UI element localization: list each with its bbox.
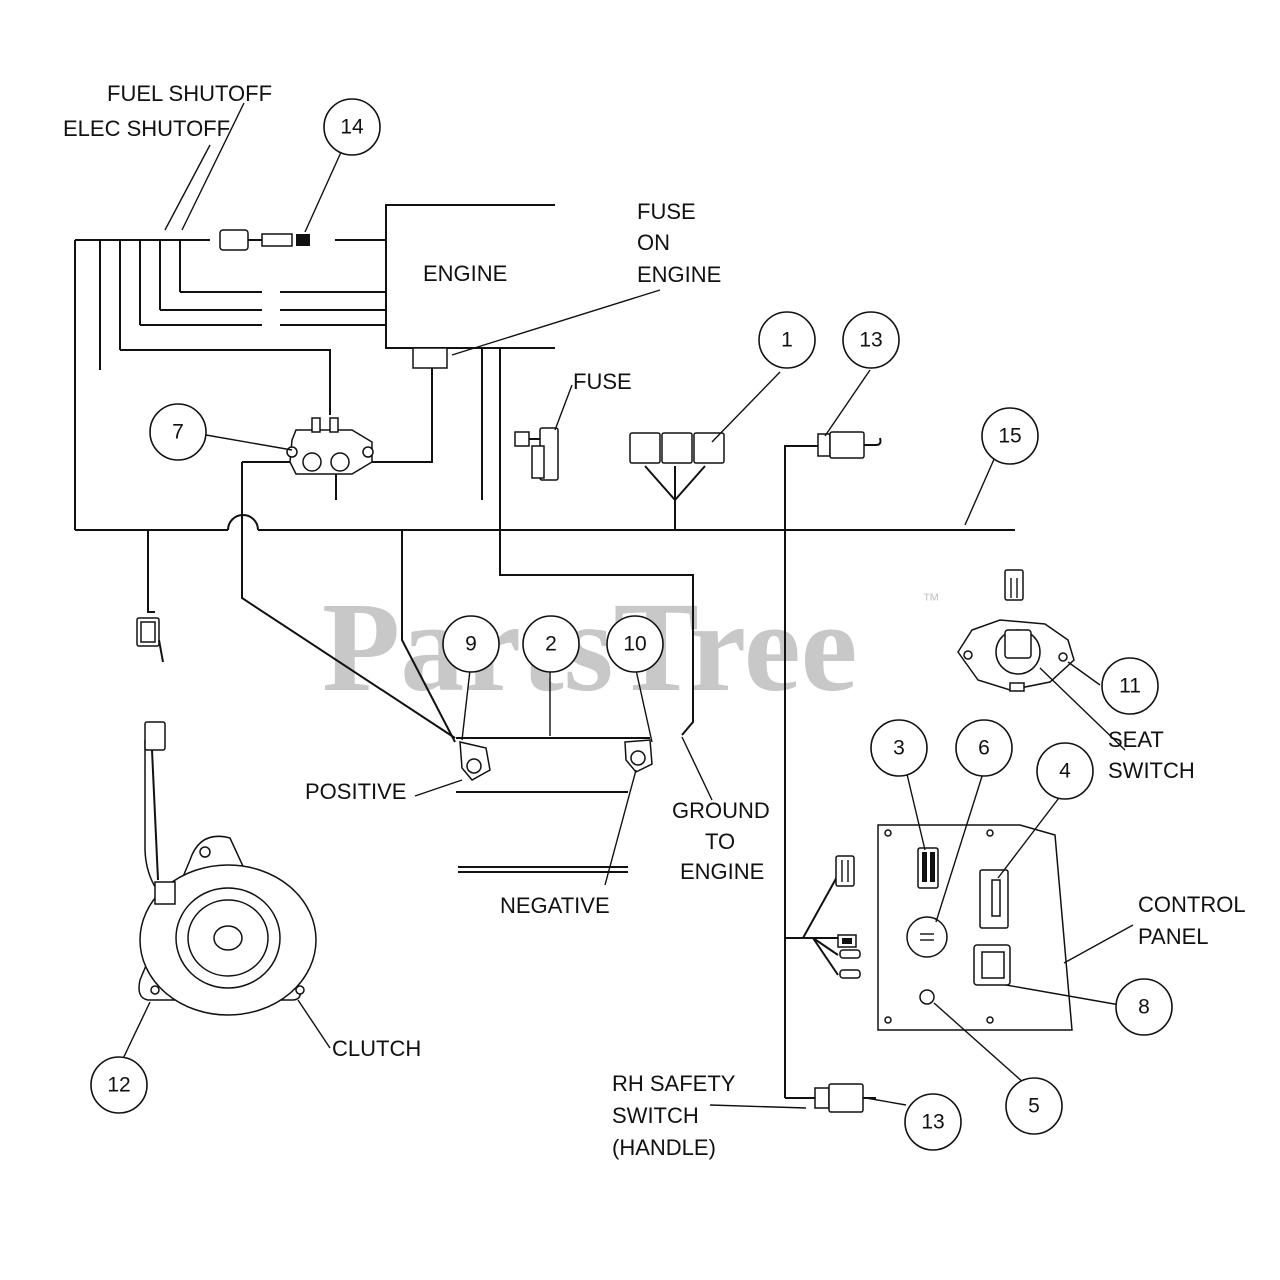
label-clutch: CLUTCH	[332, 1036, 421, 1061]
callouts: 14 1 13 7 15 9 2 10 11 3 6 4 8 12 5 13	[90, 98, 1173, 1151]
control-panel	[877, 824, 1073, 1031]
callout-1: 1	[758, 311, 816, 369]
battery-clamps	[459, 739, 653, 781]
svg-text:4: 4	[1059, 760, 1071, 783]
inline-fuse	[514, 427, 559, 481]
label-ground-3: ENGINE	[680, 859, 764, 884]
label-seat-switch-1: SEAT	[1108, 727, 1164, 752]
callout-9: 9	[442, 615, 500, 673]
label-engine: ENGINE	[423, 261, 507, 286]
svg-text:5: 5	[1028, 1095, 1040, 1118]
watermark-brand: PartsTree	[322, 576, 857, 718]
svg-text:13: 13	[921, 1111, 944, 1134]
svg-text:2: 2	[545, 633, 557, 656]
label-rh-safety-3: (HANDLE)	[612, 1135, 716, 1160]
label-rh-safety-2: SWITCH	[612, 1103, 699, 1128]
svg-text:10: 10	[623, 633, 646, 656]
callout-14: 14	[323, 98, 381, 156]
safety-switch-bottom	[814, 1083, 876, 1113]
watermark-trademark: ™	[922, 590, 940, 610]
svg-text:11: 11	[1119, 675, 1141, 698]
svg-text:3: 3	[893, 737, 905, 760]
panel-connectors	[835, 855, 861, 979]
callout-7: 7	[149, 403, 207, 461]
solenoid	[286, 417, 374, 500]
svg-text:12: 12	[107, 1074, 130, 1097]
harness-wiring	[74, 239, 1015, 1099]
svg-text:6: 6	[978, 737, 990, 760]
label-negative: NEGATIVE	[500, 893, 610, 918]
label-fuse-on-engine-1: FUSE	[637, 199, 696, 224]
label-fuse-on-engine-3: ENGINE	[637, 262, 721, 287]
leader-lines	[119, 102, 1134, 1109]
safety-switch-top	[817, 431, 882, 459]
svg-text:14: 14	[340, 116, 364, 139]
label-positive: POSITIVE	[305, 779, 406, 804]
svg-text:7: 7	[172, 421, 184, 444]
watermark: PartsTree ™	[322, 576, 940, 718]
callout-3: 3	[870, 719, 928, 777]
labels: FUEL SHUTOFF ELEC SHUTOFF ENGINE FUSE ON…	[63, 81, 1246, 1160]
engine-fuse-holder	[412, 347, 448, 369]
label-fuse: FUSE	[573, 369, 632, 394]
engine-plug	[219, 229, 310, 251]
label-rh-safety-1: RH SAFETY	[612, 1071, 736, 1096]
svg-text:8: 8	[1138, 996, 1150, 1019]
label-control-panel-2: PANEL	[1138, 924, 1209, 949]
seat-switch	[957, 569, 1075, 692]
callout-6: 6	[955, 719, 1013, 777]
label-fuse-on-engine-2: ON	[637, 230, 670, 255]
svg-text:9: 9	[465, 633, 477, 656]
callout-8: 8	[1115, 978, 1173, 1036]
harness-connector-left	[136, 617, 164, 663]
callout-11: 11	[1101, 657, 1159, 715]
label-ground-2: TO	[705, 829, 735, 854]
callout-10: 10	[606, 615, 664, 673]
svg-text:1: 1	[781, 329, 793, 352]
svg-text:15: 15	[998, 425, 1021, 448]
label-elec-shutoff: ELEC SHUTOFF	[63, 116, 230, 141]
callout-2: 2	[522, 615, 580, 673]
callout-4: 4	[1036, 742, 1094, 800]
label-seat-switch-2: SWITCH	[1108, 758, 1195, 783]
relays	[629, 432, 725, 464]
callout-13-top: 13	[842, 311, 900, 369]
label-control-panel-1: CONTROL	[1138, 892, 1246, 917]
clutch	[138, 721, 317, 1016]
label-ground-1: GROUND	[672, 798, 770, 823]
svg-text:13: 13	[859, 329, 882, 352]
callout-5: 5	[1005, 1077, 1063, 1135]
callout-15: 15	[981, 407, 1039, 465]
callout-12: 12	[90, 1056, 148, 1114]
label-fuel-shutoff: FUEL SHUTOFF	[107, 81, 272, 106]
callout-13-bottom: 13	[904, 1093, 962, 1151]
engine-block	[385, 204, 555, 369]
